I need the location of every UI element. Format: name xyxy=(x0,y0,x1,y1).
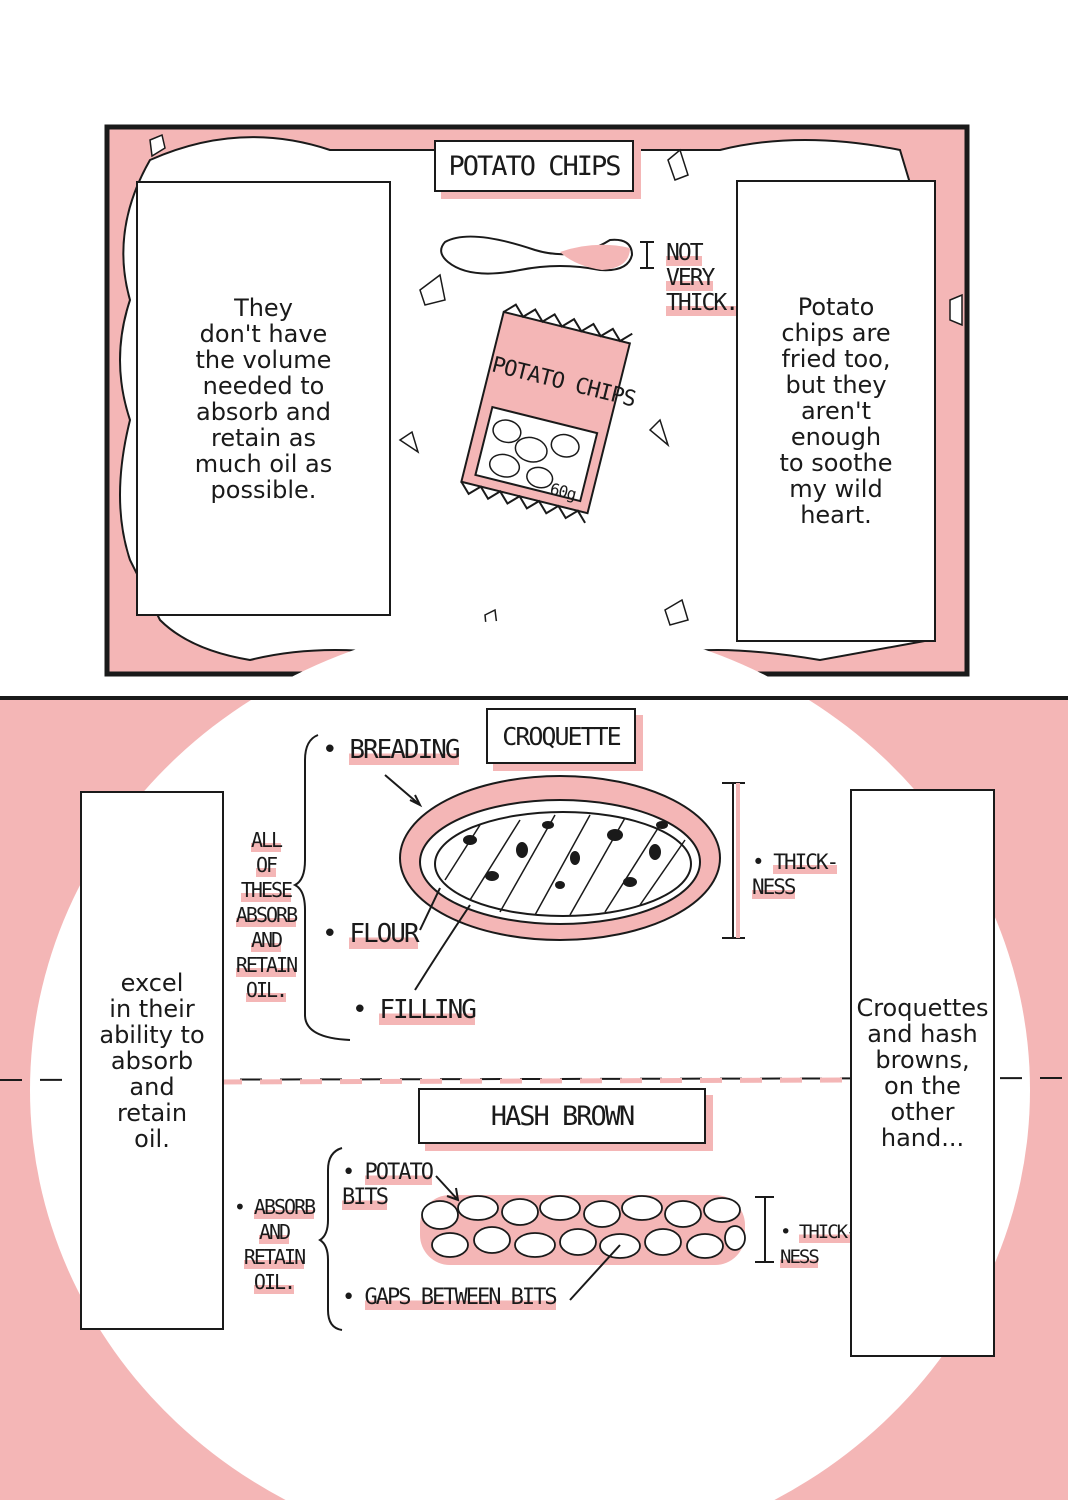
chip-bag xyxy=(460,303,633,524)
thickness-marker xyxy=(640,241,654,269)
filling-label: • FILLING xyxy=(352,995,477,1025)
flour-label: • FLOUR xyxy=(322,919,420,949)
gaps-label: • GAPS BETWEEN BITS xyxy=(342,1285,558,1310)
croquette-title: CROQUETTE xyxy=(486,708,636,764)
absorb-label: • ABSORB AND RETAIN OIL. xyxy=(233,1195,316,1294)
panel-2-left-caption-text: excel in their ability to absorb and ret… xyxy=(99,968,205,1153)
hash-brown-title: HASH BROWN xyxy=(418,1088,706,1144)
potato-chips-title: POTATO CHIPS xyxy=(434,140,634,192)
right-caption-text: Potato chips are fried too, but they are… xyxy=(779,293,893,529)
breading-label: • BREADING xyxy=(322,735,461,765)
left-caption-box: They don't have the volume needed to abs… xyxy=(136,181,391,616)
panel-2-right-caption-box: Croquettes and hash browns, on the other… xyxy=(850,789,995,1357)
left-caption-text: They don't have the volume needed to abs… xyxy=(194,293,333,504)
croquette-thickness-label: • THICK- NESS xyxy=(752,850,839,899)
panel-2-left-caption-box: excel in their ability to absorb and ret… xyxy=(80,791,224,1330)
potato-chip-shade xyxy=(560,244,630,270)
hash-brown-thickness-label: • THICK- NESS xyxy=(780,1221,858,1268)
chip-thickness-note: NOT VERY THICK. xyxy=(666,240,739,316)
right-caption-box: Potato chips are fried too, but they are… xyxy=(736,180,936,642)
all-of-these-label: ALL OF THESE ABSORB AND RETAIN OIL. xyxy=(235,828,298,1002)
potato-bits-label: • POTATO BITS xyxy=(342,1160,434,1210)
panel-2-right-caption-text: Croquettes and hash browns, on the other… xyxy=(856,994,989,1152)
